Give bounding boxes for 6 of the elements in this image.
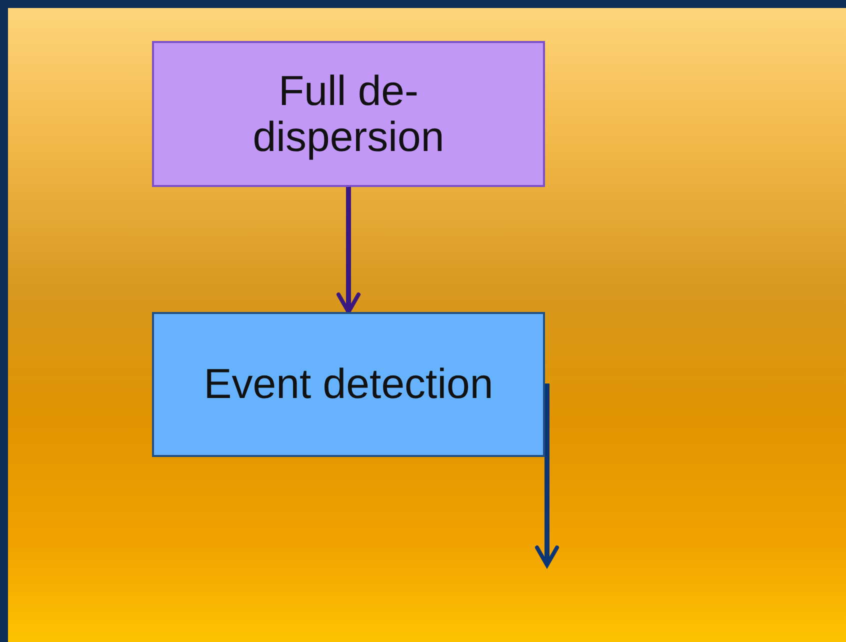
arrow: [535, 384, 559, 567]
box-label: Full de-dispersion: [252, 68, 446, 160]
process-box: [152, 312, 545, 457]
process-box: [152, 41, 545, 187]
box-label: Event detection: [204, 361, 494, 408]
arrow: [336, 187, 360, 314]
